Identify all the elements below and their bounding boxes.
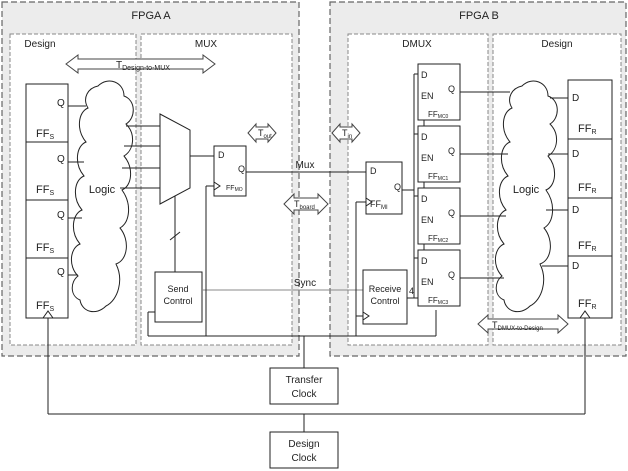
mux-label: MUX (195, 39, 218, 50)
svg-text:FFMC2: FFMC2 (428, 234, 449, 244)
send-control-label-2: Control (163, 296, 192, 306)
logic-label-a: Logic (89, 184, 116, 196)
ff-s-3: Q FFS (36, 267, 65, 313)
svg-text:FFR: FFR (578, 298, 597, 311)
svg-text:Q: Q (57, 267, 65, 278)
mux-signal-label: Mux (296, 160, 315, 171)
svg-text:FFS: FFS (36, 128, 54, 141)
dmux-label: DMUX (402, 39, 432, 50)
logic-label-b: Logic (513, 184, 540, 196)
send-control-box (154, 271, 203, 323)
svg-text:EN: EN (421, 91, 434, 101)
receive-control-label-2: Control (370, 296, 399, 306)
svg-text:D: D (572, 205, 579, 216)
receive-control-box (362, 269, 408, 325)
design-b-label: Design (541, 39, 572, 50)
ff-s-0: Q FFS (36, 98, 65, 141)
design-clock-label-2: Clock (291, 453, 317, 464)
svg-text:Q: Q (448, 146, 455, 156)
fpga-a-title: FPGA A (131, 10, 171, 22)
transfer-clock-label-2: Clock (291, 389, 317, 400)
svg-text:EN: EN (421, 277, 434, 287)
svg-text:D: D (421, 256, 428, 266)
svg-text:Q: Q (448, 84, 455, 94)
t-design-to-mux-arrow (65, 54, 216, 74)
sync-signal-label: Sync (294, 278, 316, 289)
ff-mc-2: D EN Q FFMC2 (417, 187, 461, 245)
t-design-to-mux-label: TDesign-to-MUX (116, 60, 170, 72)
svg-text:Q: Q (57, 210, 65, 221)
svg-text:D: D (421, 194, 428, 204)
svg-text:D: D (421, 70, 428, 80)
t-board-arrow (283, 192, 329, 216)
svg-text:FFR: FFR (578, 182, 597, 195)
svg-text:D: D (421, 132, 428, 142)
design-a-label: Design (24, 39, 55, 50)
svg-text:Q: Q (448, 270, 455, 280)
t-dmux-to-design-label: TDMUX-to-Design (492, 320, 543, 332)
svg-text:FFMC3: FFMC3 (428, 296, 449, 306)
logic-cloud-b (495, 80, 558, 313)
t-out-label: Tout (258, 128, 272, 140)
svg-text:FFR: FFR (578, 123, 597, 136)
svg-text:EN: EN (421, 153, 434, 163)
logic-cloud-a (71, 80, 134, 313)
svg-text:Q: Q (57, 154, 65, 165)
transfer-clock-box (269, 367, 339, 405)
ff-mc-3: D EN Q FFMC3 (417, 249, 461, 307)
send-control-label: Send (167, 284, 188, 294)
svg-text:FFS: FFS (36, 184, 54, 197)
svg-text:Q: Q (57, 98, 65, 109)
svg-text:FFR: FFR (578, 240, 597, 253)
t-out-arrow (247, 122, 277, 144)
svg-text:D: D (572, 149, 579, 160)
ff-mo (213, 145, 247, 197)
svg-text:Q: Q (394, 182, 401, 192)
ff-s-1: Q FFS (36, 154, 65, 197)
mux-trapezoid (159, 113, 191, 205)
ff-mo-label: FFMO (226, 185, 243, 193)
t-dmux-to-design-arrow (477, 313, 569, 335)
ff-r-stack (567, 79, 613, 319)
ff-r-0: D FFR (572, 93, 597, 136)
svg-text:EN: EN (421, 215, 434, 225)
t-in-arrow (331, 122, 361, 144)
svg-text:FFMC1: FFMC1 (428, 172, 449, 182)
t-board-label: Tboard (294, 199, 315, 211)
ff-mi (365, 161, 403, 215)
svg-text:D: D (218, 150, 225, 160)
svg-text:FFS: FFS (36, 242, 54, 255)
ff-r-1: D FFR (572, 149, 597, 195)
svg-text:Q: Q (448, 208, 455, 218)
transfer-clock-label: Transfer (286, 375, 324, 386)
ff-mc-0: D EN Q FFMC0 (417, 63, 461, 121)
design-clock-label: Design (288, 439, 319, 450)
ff-r-3: D FFR (572, 261, 597, 311)
design-clock-box (269, 431, 339, 469)
svg-text:D: D (370, 166, 377, 176)
svg-text:FFMC0: FFMC0 (428, 110, 449, 120)
ff-s-stack (25, 83, 69, 319)
svg-text:FFS: FFS (36, 300, 54, 313)
svg-text:D: D (572, 261, 579, 272)
ff-s-2: Q FFS (36, 210, 65, 255)
ff-mc-1: D EN Q FFMC1 (417, 125, 461, 183)
ff-mi-label: FFMI (370, 199, 388, 211)
ff-r-2: D FFR (572, 205, 597, 253)
bus-width-label: 4 (409, 286, 414, 296)
t-in-label: Tin (342, 128, 352, 140)
svg-text:Q: Q (238, 164, 245, 174)
receive-control-label: Receive (369, 284, 402, 294)
svg-text:D: D (572, 93, 579, 104)
fpga-b-title: FPGA B (459, 10, 499, 22)
